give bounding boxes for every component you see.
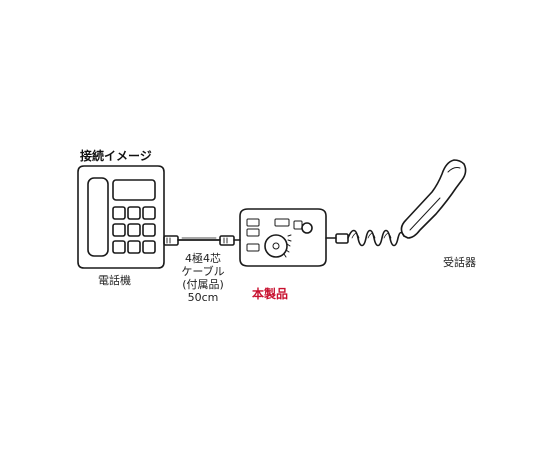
handset-icon (400, 159, 467, 239)
handset-label: 受話器 (443, 256, 476, 269)
amplifier-device-icon (239, 208, 327, 267)
cable-label-line: (付属品) (182, 278, 224, 291)
modular-plug-icon (163, 235, 179, 246)
cable-label: 4極4芯 ケーブル (付属品) 50cm (168, 252, 238, 304)
cable-label-line: 4極4芯 (185, 252, 221, 265)
coiled-cord-icon (325, 229, 405, 247)
diagram-title: 接続イメージ (80, 149, 152, 163)
modular-plug-icon (219, 235, 235, 246)
desk-phone-icon (77, 165, 165, 269)
cable-label-line: 50cm (187, 291, 219, 304)
product-label: 本製品 (252, 287, 289, 301)
cable-label-line: ケーブル (181, 265, 225, 278)
phone-label: 電話機 (98, 274, 131, 287)
